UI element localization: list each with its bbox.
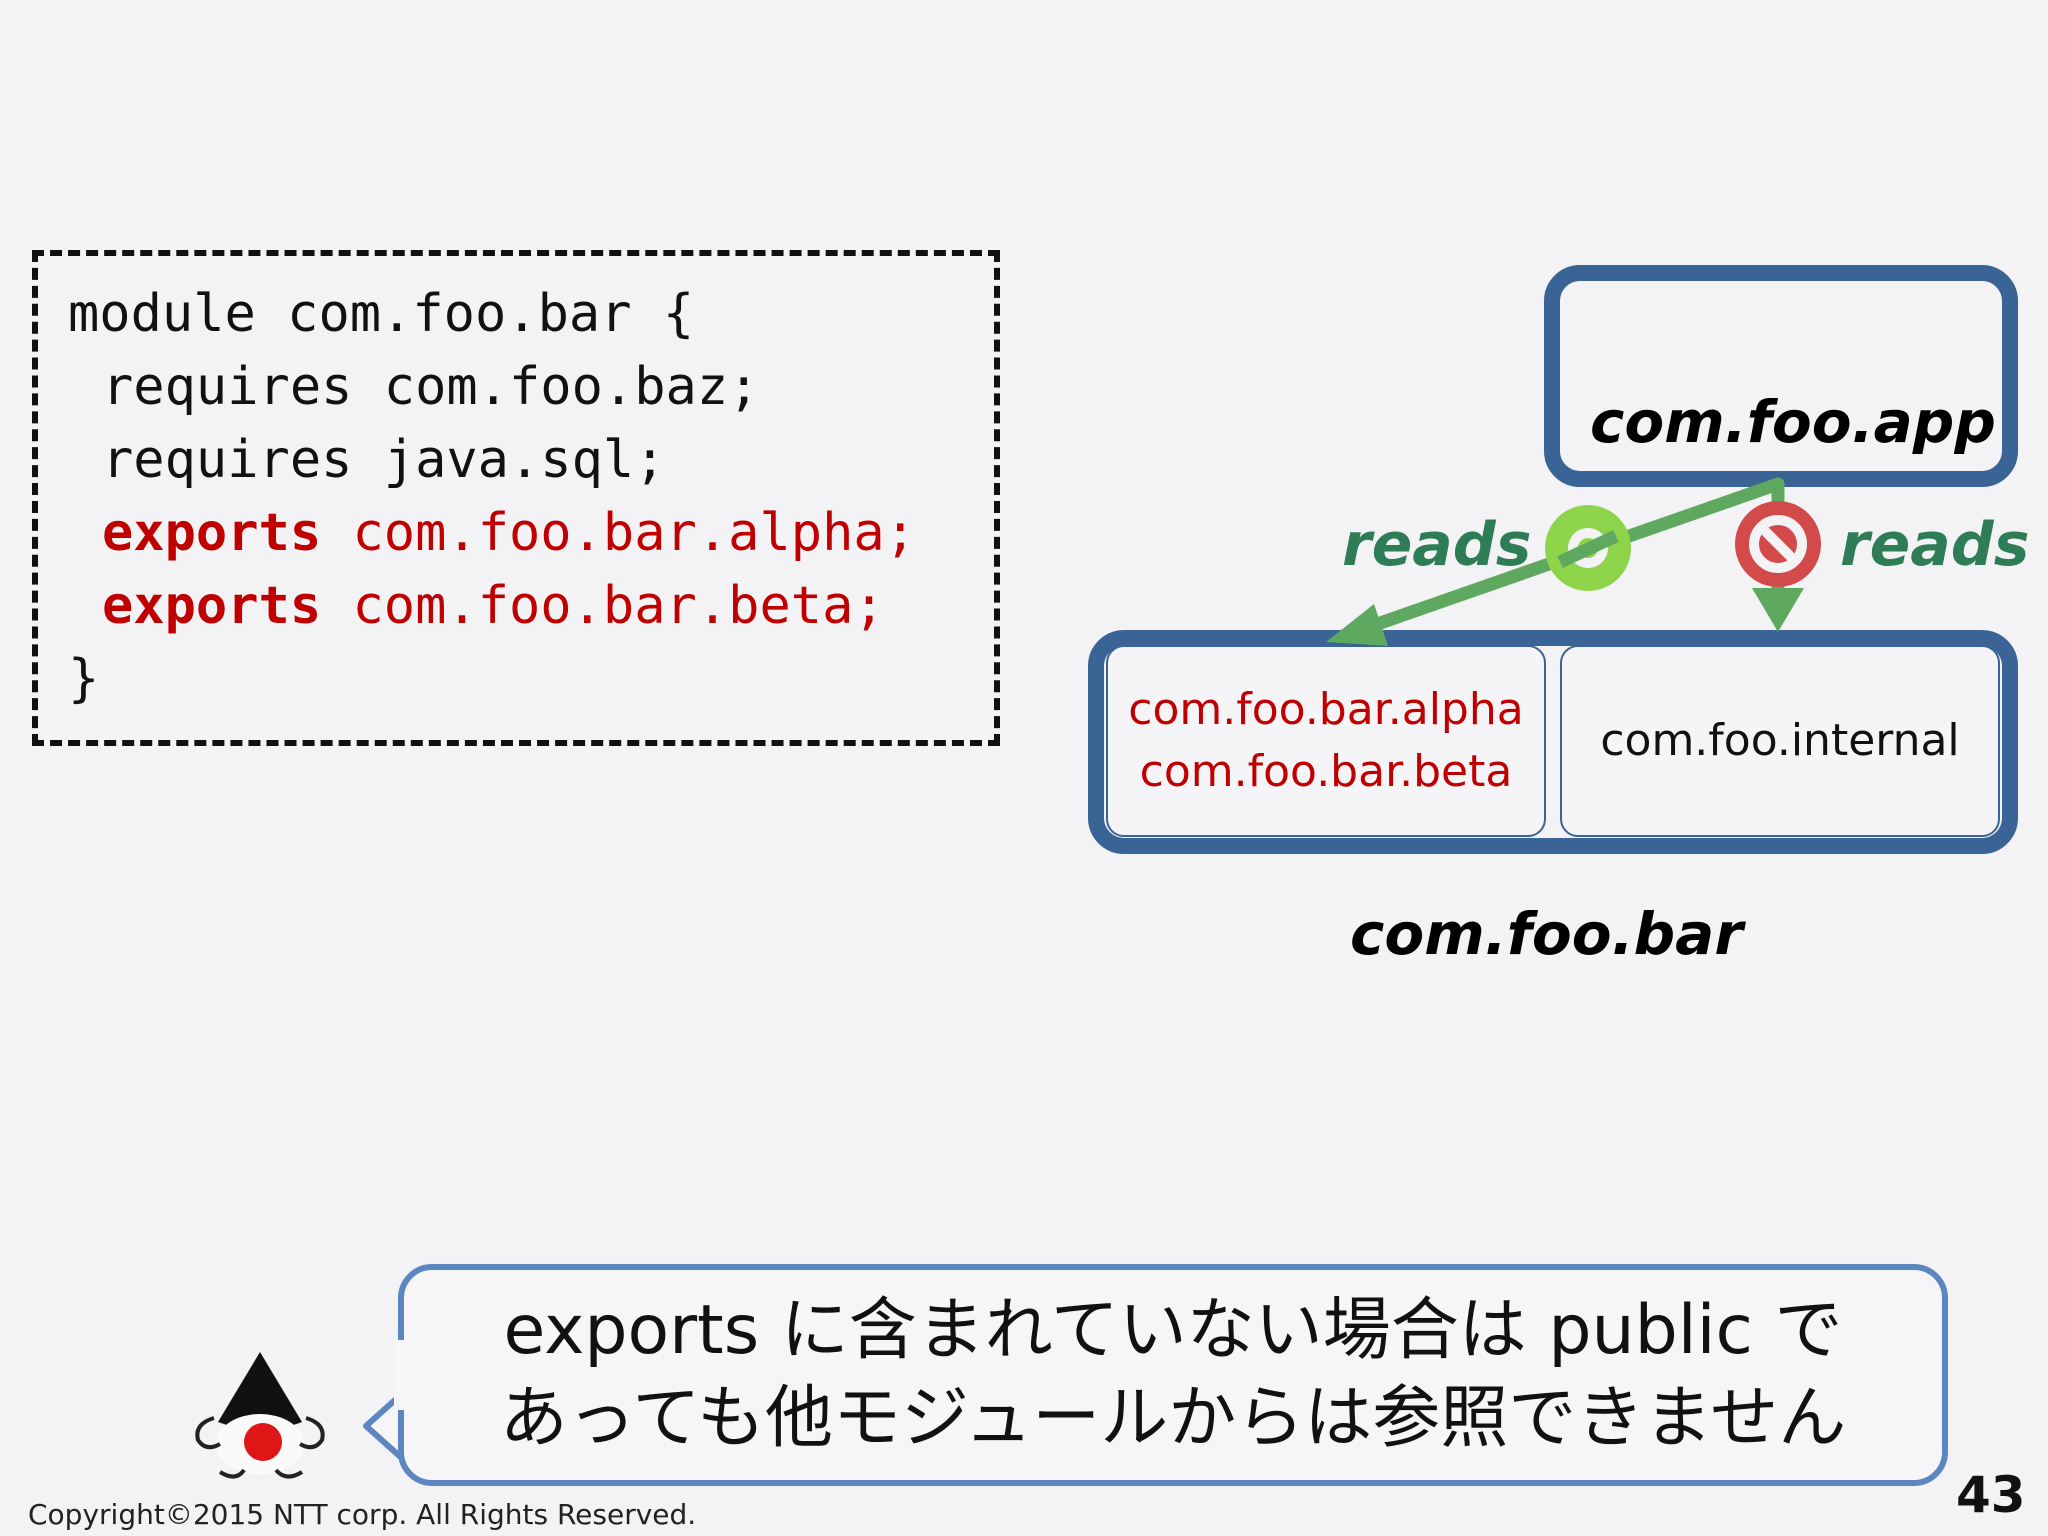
allowed-icon [1545, 505, 1631, 591]
speech-bubble: exports に含まれていない場合は public で あっても他モジュールか… [398, 1264, 1948, 1486]
package-beta: com.foo.bar.beta [1139, 746, 1513, 797]
module-declaration-box: module com.foo.bar { requires com.foo.baz… [32, 250, 1000, 746]
internal-package-box: com.foo.internal [1560, 645, 2000, 837]
exports-keyword: exports [102, 576, 322, 636]
code-line-export-alpha: exports com.foo.bar.alpha; [68, 497, 916, 570]
package-alpha: com.foo.bar.alpha [1128, 684, 1524, 735]
app-module-label: com.foo.app [1590, 388, 1996, 456]
module-code: module com.foo.bar { requires com.foo.baz… [68, 278, 916, 716]
copyright: Copyright©2015 NTT corp. All Rights Rese… [28, 1498, 697, 1531]
reads-label-right: reads [1840, 510, 2030, 580]
exported-packages-box: com.foo.bar.alpha com.foo.bar.beta [1106, 645, 1546, 837]
export-alpha-package: com.foo.bar.alpha; [321, 503, 916, 563]
denied-icon [1735, 501, 1821, 587]
bar-module-label: com.foo.bar [1350, 900, 1743, 968]
bubble-tail-joint [394, 1340, 408, 1410]
bubble-line-2: あっても他モジュールからは参照できません [499, 1379, 1847, 1458]
page-number: 43 [1956, 1466, 2026, 1524]
export-beta-package: com.foo.bar.beta; [321, 576, 885, 636]
code-line-requires-sql: requires java.sql; [102, 430, 666, 490]
app-module-box [1544, 265, 2018, 487]
bubble-line-1: exports に含まれていない場合は public で [503, 1291, 1843, 1370]
code-line-close: } [68, 649, 100, 709]
code-line-requires-baz: requires com.foo.baz; [102, 357, 760, 417]
code-line-module: module com.foo.bar { [68, 284, 695, 344]
code-line-export-beta: exports com.foo.bar.beta; [68, 570, 916, 643]
exports-keyword: exports [102, 503, 322, 563]
duke-mascot-icon [195, 1352, 325, 1479]
package-internal: com.foo.internal [1600, 715, 1960, 766]
reads-label-left: reads [1342, 510, 1532, 580]
